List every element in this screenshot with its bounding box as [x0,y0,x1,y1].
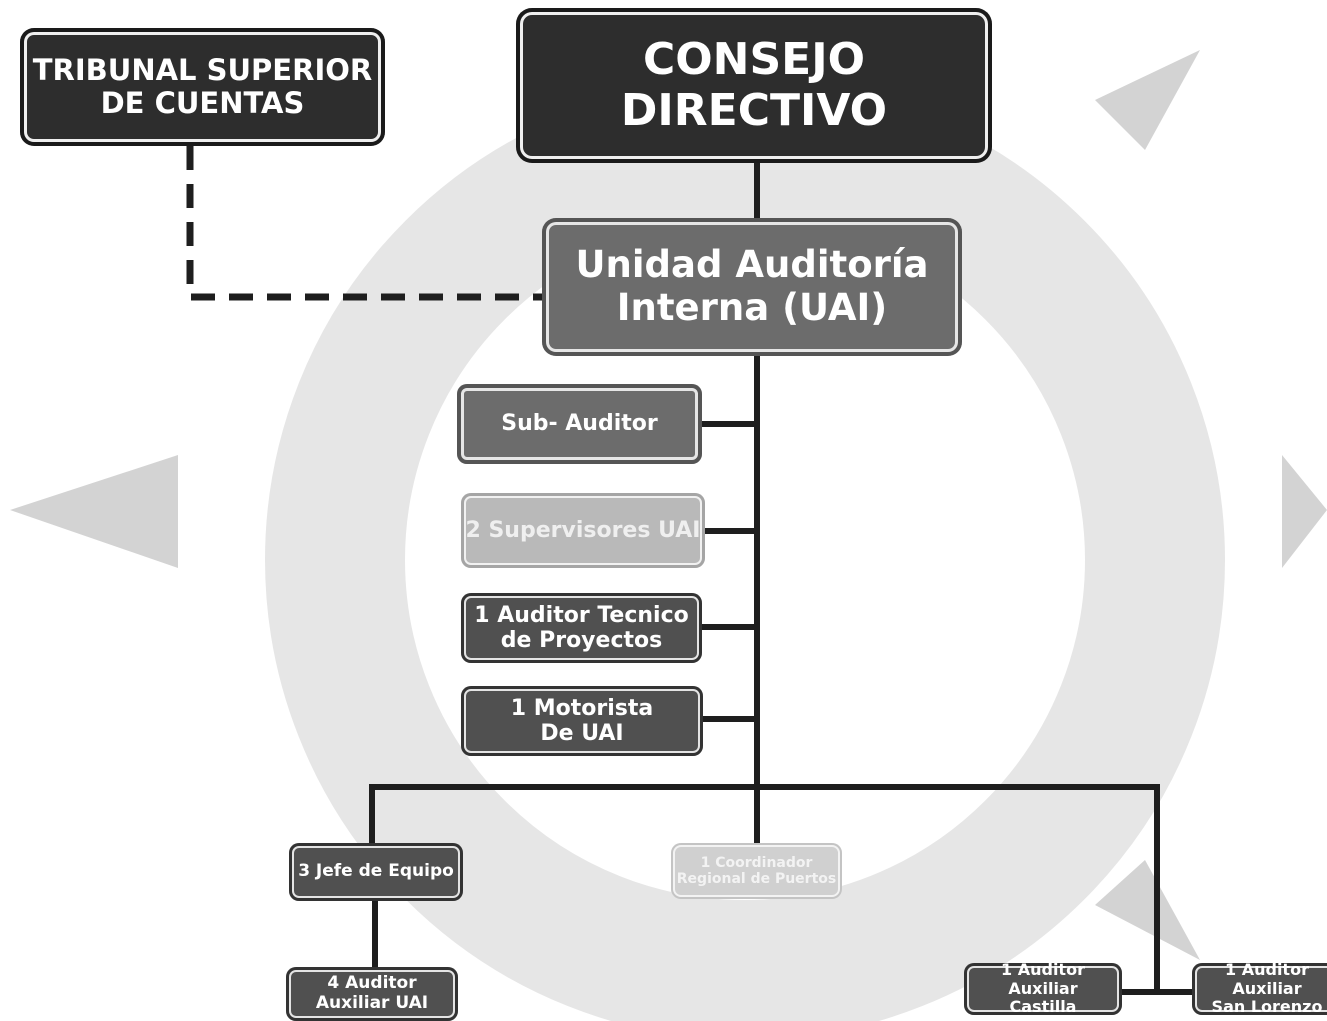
auditor-tecnico-label: 1 Auditor Tecnico de Proyectos [474,602,689,653]
auxiliar-castilla-label: 1 Auditor Auxiliar Castilla [1001,960,1085,1017]
tribunal-superior-label: TRIBUNAL SUPERIOR DE CUENTAS [32,52,373,120]
coordinador-box: 1 Coordinador Regional de Puertos [671,843,842,899]
tribunal-superior-box: TRIBUNAL SUPERIOR DE CUENTAS [20,28,385,146]
jefe-equipo-box: 3 Jefe de Equipo [289,843,463,901]
sub-auditor-box: Sub- Auditor [457,384,702,464]
watermark-arrow-right [1282,455,1327,568]
unidad-auditoria-box: Unidad Auditoría Interna (UAI) [542,218,962,356]
watermark-arrow-left [10,455,178,568]
auditor-auxiliar-label: 4 Auditor Auxiliar UAI [315,973,429,1013]
motorista-label: 1 Motorista De UAI [510,695,654,746]
auxiliar-castilla-box: 1 Auditor Auxiliar Castilla [964,960,1122,1017]
coordinador-label: 1 Coordinador Regional de Puertos [676,854,837,887]
consejo-directivo-label: CONSEJO DIRECTIVO [620,33,888,136]
line-tribunal-dashed [186,146,545,301]
jefe-equipo-label: 3 Jefe de Equipo [298,861,454,882]
watermark-arrow-top-right [1095,50,1200,150]
auxiliar-san-lorenzo-label: 1 Auditor Auxiliar San Lorenzo [1211,960,1323,1017]
supervisores-label: 2 Supervisores UAI [465,517,701,543]
auditor-tecnico-box: 1 Auditor Tecnico de Proyectos [461,593,702,663]
consejo-directivo-box: CONSEJO DIRECTIVO [516,8,992,163]
auditor-auxiliar-box: 4 Auditor Auxiliar UAI [286,967,458,1021]
auxiliar-san-lorenzo-box: 1 Auditor Auxiliar San Lorenzo [1192,960,1327,1017]
watermark-arrow-bottom-right [1095,860,1200,960]
unidad-auditoria-label: Unidad Auditoría Interna (UAI) [575,243,929,329]
supervisores-box: 2 Supervisores UAI [461,493,705,568]
line-horizontal-bus [369,784,1160,992]
sub-auditor-label: Sub- Auditor [501,411,658,437]
motorista-box: 1 Motorista De UAI [461,686,703,756]
